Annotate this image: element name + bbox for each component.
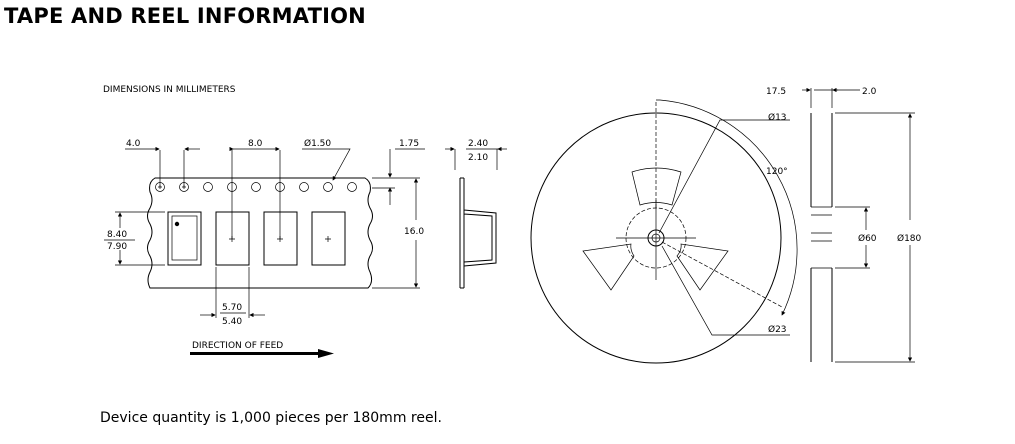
reel-front-view bbox=[530, 99, 798, 364]
hole-offset-label: 1.75 bbox=[399, 139, 419, 149]
dimensions-note: DIMENSIONS IN MILLIMETERS bbox=[103, 85, 236, 95]
carrier-tape bbox=[147, 177, 373, 289]
hub-diameter-label: Ø23 bbox=[768, 324, 787, 335]
page-title: TAPE AND REEL INFORMATION bbox=[4, 4, 366, 28]
pocket-width-max: 5.70 bbox=[222, 303, 242, 313]
pocket-length-max: 8.40 bbox=[107, 230, 127, 240]
tape-width-label: 16.0 bbox=[404, 227, 424, 237]
flange-thickness-label: 2.0 bbox=[862, 87, 877, 97]
feed-direction-arrow bbox=[190, 349, 334, 358]
tape-side-profile bbox=[459, 177, 497, 289]
depth-min: 2.10 bbox=[468, 153, 488, 163]
hole-pitch-label: 4.0 bbox=[126, 139, 141, 149]
hole-diameter-label: Ø1.50 bbox=[304, 138, 331, 149]
reel-width-label: 17.5 bbox=[766, 87, 786, 97]
sprocket-holes bbox=[155, 182, 357, 192]
reel-diameter-label: Ø180 bbox=[897, 233, 922, 244]
hub-hole-label: Ø13 bbox=[768, 112, 787, 123]
depth-max: 2.40 bbox=[468, 139, 488, 149]
tape-dimension-lines bbox=[104, 146, 507, 318]
angle-label: 120° bbox=[766, 167, 788, 177]
feed-direction-label: DIRECTION OF FEED bbox=[192, 341, 283, 351]
core-diameter-label: Ø60 bbox=[858, 233, 877, 244]
pocket-width-min: 5.40 bbox=[222, 317, 242, 327]
device-quantity-note: Device quantity is 1,000 pieces per 180m… bbox=[100, 410, 442, 426]
pocket-pitch-label: 8.0 bbox=[248, 139, 263, 149]
pocket-length-min: 7.90 bbox=[107, 242, 127, 252]
pockets bbox=[167, 211, 346, 266]
reel-side-view bbox=[802, 87, 915, 363]
